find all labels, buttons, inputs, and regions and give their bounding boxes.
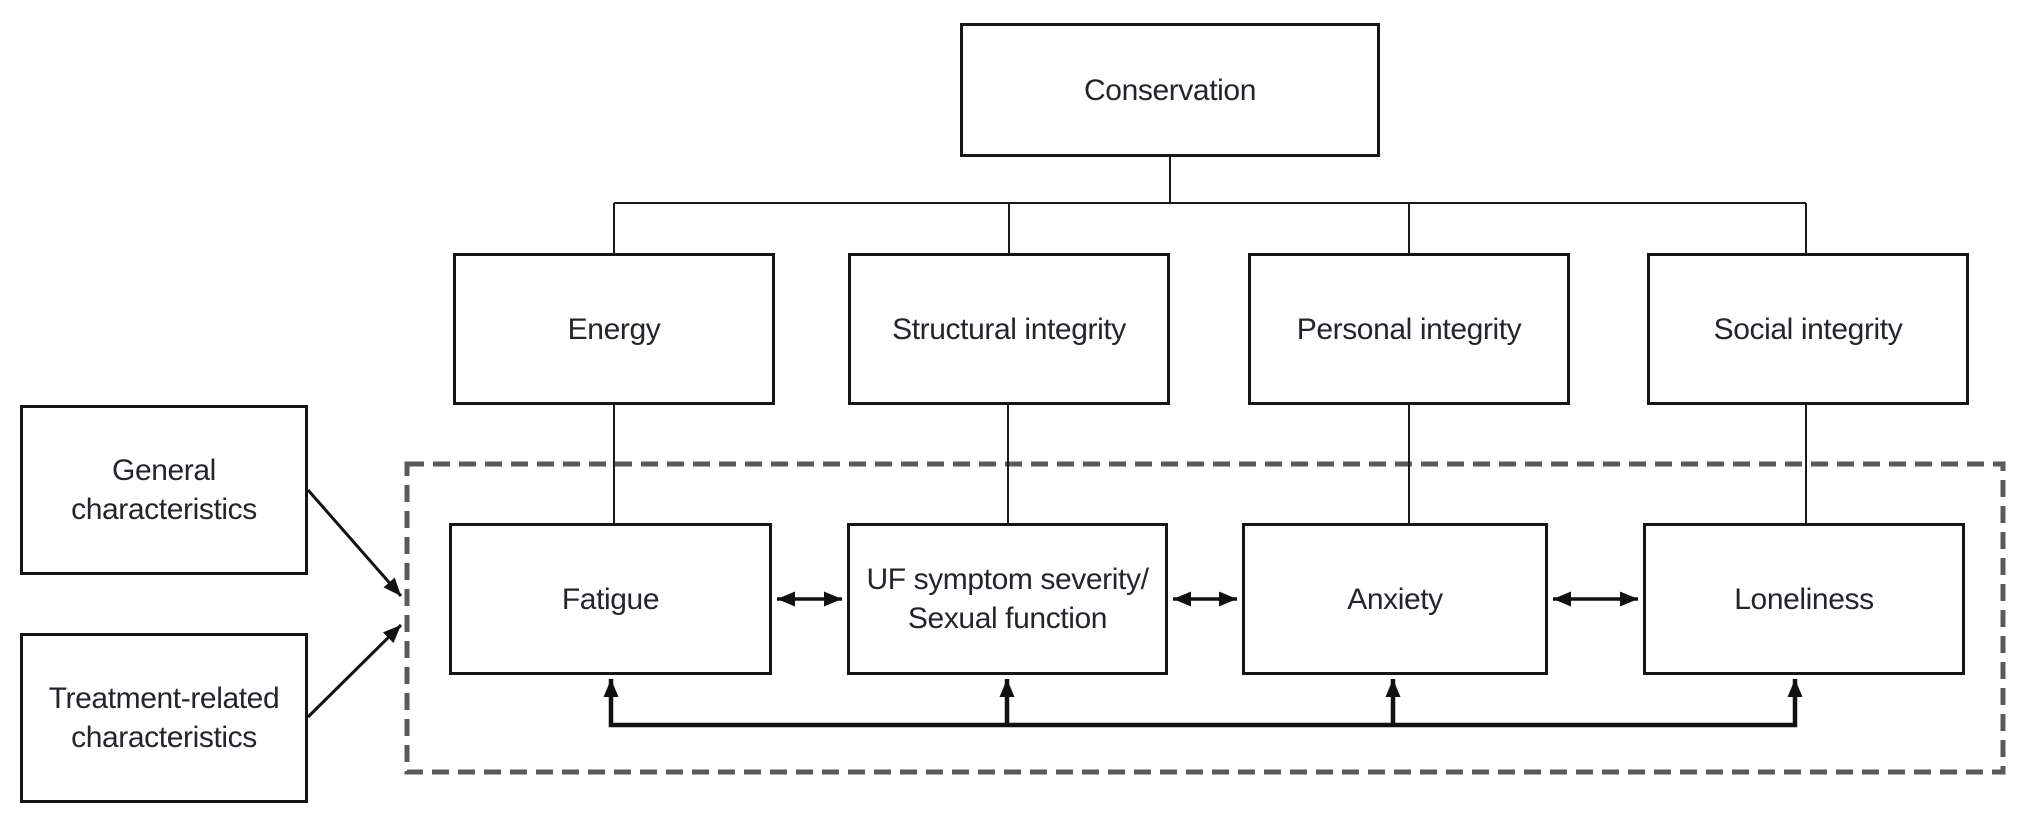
node-fatigue: Fatigue <box>449 523 772 675</box>
node-conservation-label: Conservation <box>1084 73 1256 107</box>
node-energy: Energy <box>453 253 775 405</box>
node-general-characteristics-label: General characteristics <box>71 454 257 526</box>
node-general-characteristics: General characteristics <box>20 405 308 575</box>
node-conservation: Conservation <box>960 23 1380 157</box>
node-social-integrity-label: Social integrity <box>1713 312 1903 346</box>
node-uf-symptom-severity-label: UF symptom severity/ Sexual function <box>866 563 1149 635</box>
node-energy-label: Energy <box>567 312 661 346</box>
connector-components-to-outcomes <box>613 405 1807 524</box>
node-uf-symptom-severity: UF symptom severity/ Sexual function <box>847 523 1168 675</box>
node-anxiety: Anxiety <box>1242 523 1548 675</box>
feedback-line-fatigue-loneliness <box>603 679 1803 728</box>
node-personal-integrity-label: Personal integrity <box>1296 312 1522 346</box>
arrow-treatment-characteristics <box>306 623 403 719</box>
node-treatment-related-characteristics-label: Treatment-related characteristics <box>48 682 280 754</box>
node-fatigue-label: Fatigue <box>561 582 660 616</box>
node-loneliness: Loneliness <box>1643 523 1965 675</box>
node-loneliness-label: Loneliness <box>1734 582 1874 616</box>
node-treatment-related-characteristics: Treatment-related characteristics <box>20 633 308 803</box>
node-structural-integrity-label: Structural integrity <box>892 312 1126 346</box>
node-personal-integrity: Personal integrity <box>1248 253 1570 405</box>
node-social-integrity: Social integrity <box>1647 253 1969 405</box>
connector-conservation-to-components <box>613 157 1807 254</box>
node-structural-integrity: Structural integrity <box>848 253 1170 405</box>
dashed-outcome-boundary <box>404 461 2006 775</box>
node-anxiety-label: Anxiety <box>1347 582 1443 616</box>
arrow-general-characteristics <box>306 489 403 597</box>
